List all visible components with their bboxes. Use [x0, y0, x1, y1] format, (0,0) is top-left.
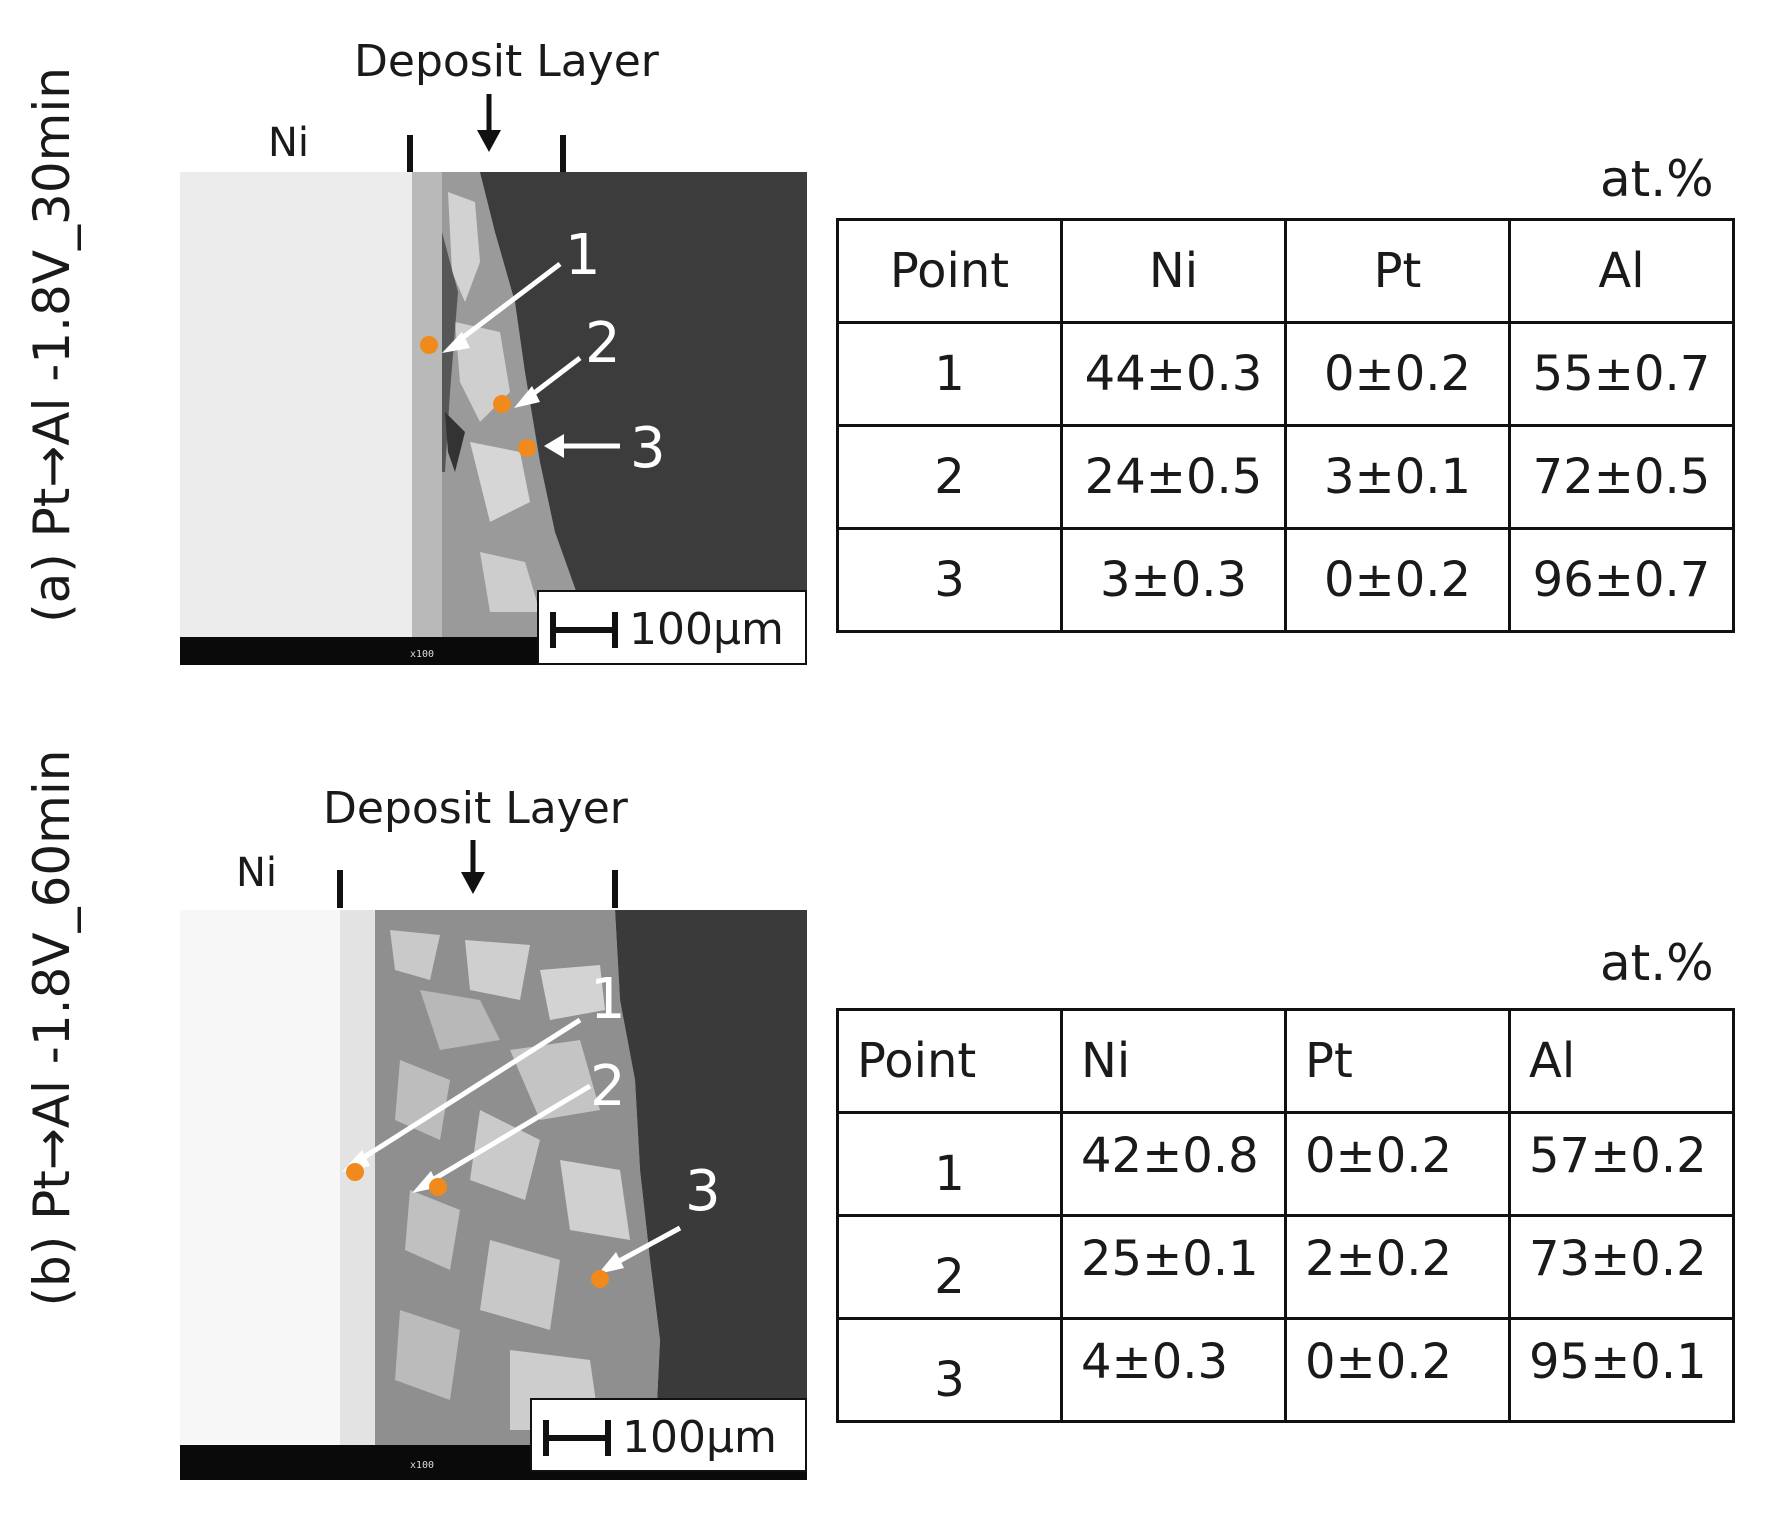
panel-a-point-3-marker — [518, 439, 536, 457]
header-point: Point — [836, 218, 1063, 324]
panel-a-micrograph-image: x100 1 2 3 — [180, 172, 807, 665]
panel-b-composition-table: Point Ni Pt Al 1 42±0.8 0±0.2 57±0.2 2 2… — [836, 1008, 1735, 1423]
panel-a-ni-label: Ni — [268, 120, 310, 166]
table-header-row: Point Ni Pt Al — [836, 1008, 1735, 1114]
cell-al: 73±0.2 — [1508, 1214, 1735, 1320]
header-pt: Pt — [1284, 218, 1511, 324]
panel-a-scalebar: 100μm — [537, 590, 807, 665]
cell-ni: 4±0.3 — [1060, 1317, 1287, 1423]
panel-a-micrograph: x100 1 2 3 — [180, 172, 807, 665]
panel-a-point-label-1: 1 — [565, 223, 601, 288]
panel-b-point-label-1: 1 — [590, 967, 626, 1032]
cell-ni: 24±0.5 — [1060, 424, 1287, 530]
panel-b-micro-footer: x100 — [410, 1460, 434, 1471]
panel-b-micrograph: x100 1 2 3 — [180, 910, 807, 1480]
table-row: 1 44±0.3 0±0.2 55±0.7 — [836, 321, 1735, 427]
table-header-row: Point Ni Pt Al — [836, 218, 1735, 324]
cell-al: 95±0.1 — [1508, 1317, 1735, 1423]
cell-pt: 0±0.2 — [1284, 1317, 1511, 1423]
panel-b-scale-text: 100μm — [622, 1412, 777, 1463]
panel-a-micro-footer: x100 — [410, 649, 434, 660]
cell-point: 3 — [836, 1317, 1063, 1423]
panel-a-point-1-marker — [420, 336, 438, 354]
cell-ni: 44±0.3 — [1060, 321, 1287, 427]
cell-pt: 0±0.2 — [1284, 321, 1511, 427]
cell-ni: 42±0.8 — [1060, 1111, 1287, 1217]
panel-b-ni-label: Ni — [236, 850, 278, 896]
panel-a-deposit-layer-label: Deposit Layer — [354, 36, 659, 87]
panel-a-composition-table: Point Ni Pt Al 1 44±0.3 0±0.2 55±0.7 2 2… — [836, 218, 1735, 633]
table-row: 3 4±0.3 0±0.2 95±0.1 — [836, 1317, 1735, 1423]
panel-b-unit-label: at.% — [1600, 934, 1714, 992]
panel-b-micrograph-image: x100 1 2 3 — [180, 910, 807, 1480]
panel-b-scalebar: 100μm — [530, 1398, 807, 1472]
header-al: Al — [1508, 218, 1735, 324]
table-row: 2 25±0.1 2±0.2 73±0.2 — [836, 1214, 1735, 1320]
scalebar-icon — [550, 612, 618, 648]
panel-a-point-2-marker — [493, 395, 511, 413]
table-row: 1 42±0.8 0±0.2 57±0.2 — [836, 1111, 1735, 1217]
cell-pt: 0±0.2 — [1284, 527, 1511, 633]
cell-pt: 0±0.2 — [1284, 1111, 1511, 1217]
panel-b-layer-markers — [337, 840, 618, 908]
cell-point: 1 — [836, 1111, 1063, 1217]
panel-b-point-1-marker — [346, 1163, 364, 1181]
panel-b-point-3-marker — [591, 1270, 609, 1288]
panel-a-layer-markers — [407, 94, 566, 172]
table-row: 3 3±0.3 0±0.2 96±0.7 — [836, 527, 1735, 633]
cell-al: 72±0.5 — [1508, 424, 1735, 530]
cell-ni: 25±0.1 — [1060, 1214, 1287, 1320]
cell-pt: 3±0.1 — [1284, 424, 1511, 530]
cell-point: 2 — [836, 424, 1063, 530]
panel-b-point-label-2: 2 — [590, 1054, 626, 1119]
scalebar-icon — [543, 1420, 611, 1456]
cell-point: 3 — [836, 527, 1063, 633]
panel-a-scale-text: 100μm — [629, 604, 784, 655]
panel-a: (a) Pt→Al -1.8V_30min Deposit Layer Ni x… — [0, 0, 1779, 700]
panel-b-point-2-marker — [429, 1178, 447, 1196]
panel-a-point-label-2: 2 — [585, 311, 621, 376]
cell-point: 2 — [836, 1214, 1063, 1320]
table-row: 2 24±0.5 3±0.1 72±0.5 — [836, 424, 1735, 530]
header-ni: Ni — [1060, 1008, 1287, 1114]
panel-b-deposit-layer-label: Deposit Layer — [323, 783, 628, 834]
cell-al: 57±0.2 — [1508, 1111, 1735, 1217]
panel-a-unit-label: at.% — [1600, 150, 1714, 208]
cell-ni: 3±0.3 — [1060, 527, 1287, 633]
header-al: Al — [1508, 1008, 1735, 1114]
panel-b: (b) Pt→Al -1.8V_60min Deposit Layer Ni — [0, 740, 1779, 1528]
cell-al: 96±0.7 — [1508, 527, 1735, 633]
header-ni: Ni — [1060, 218, 1287, 324]
cell-al: 55±0.7 — [1508, 321, 1735, 427]
header-pt: Pt — [1284, 1008, 1511, 1114]
panel-a-point-label-3: 3 — [630, 416, 666, 481]
cell-point: 1 — [836, 321, 1063, 427]
header-point: Point — [836, 1008, 1063, 1114]
panel-b-point-label-3: 3 — [685, 1159, 721, 1224]
cell-pt: 2±0.2 — [1284, 1214, 1511, 1320]
